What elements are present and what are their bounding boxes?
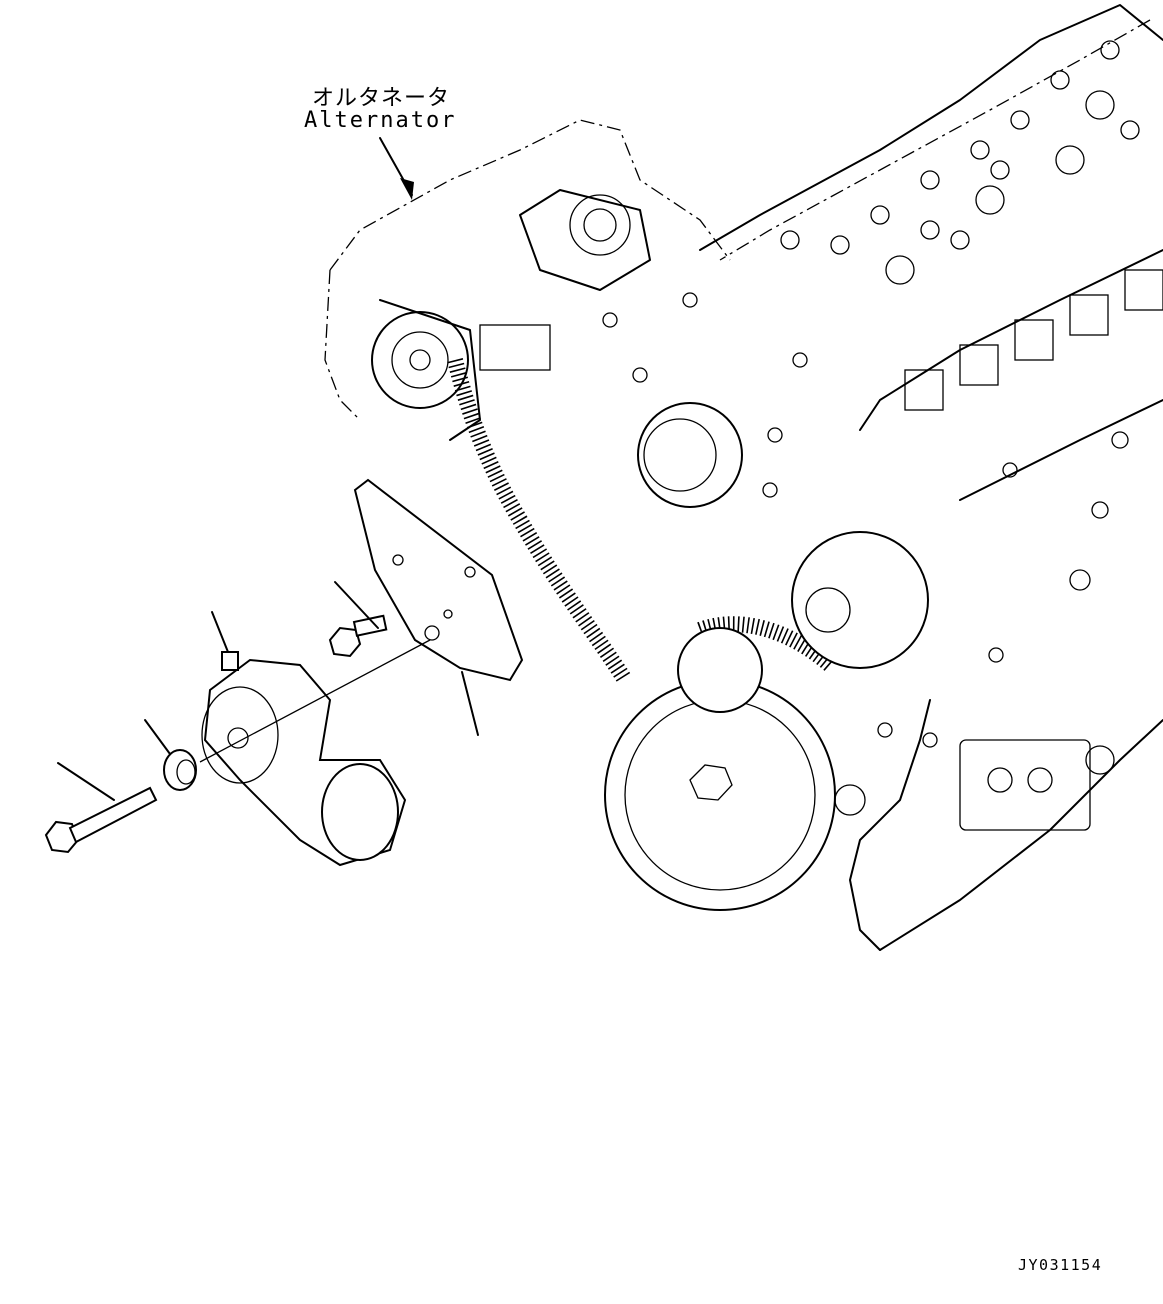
alternator-label-english: Alternator [304,108,457,133]
alternator-leader-arrow [379,137,414,200]
tensioner-bracket [353,478,524,736]
spacer-collar [144,719,197,791]
crankshaft-pulley [604,627,866,911]
cylinder-head-bolts [780,40,1140,285]
assembly-centerline [199,639,431,763]
figure-id: JY031154 [1018,1256,1103,1274]
auto-tensioner [201,611,407,867]
alternator [324,119,808,441]
exhaust-ports [904,269,1163,411]
bracket-bolt [328,581,388,658]
drive-belt [447,358,836,685]
tensioner-bolt [44,762,158,854]
fan-pulley [791,462,1018,748]
idler-pulley [637,402,783,508]
alternator-label-japanese: オルタネータ [312,86,451,111]
engine-block [699,4,1163,951]
